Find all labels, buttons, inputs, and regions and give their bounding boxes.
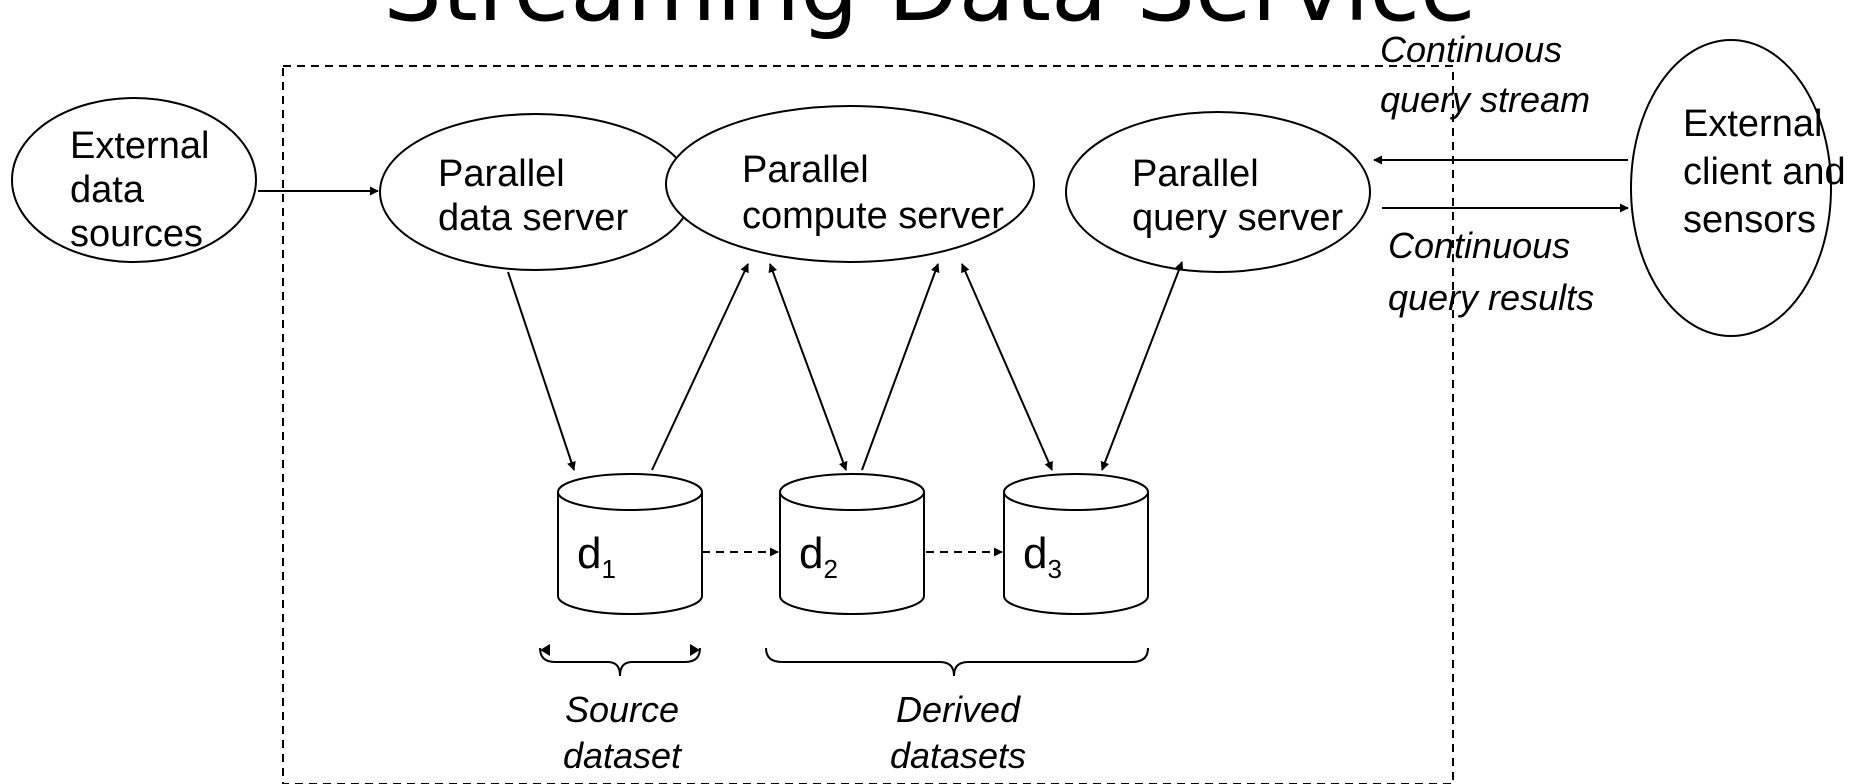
d3-label: d3 [1023,529,1062,584]
source-dataset-label-1: Source [565,689,679,730]
edge-query-d3 [1100,261,1184,471]
derived-datasets-brace [765,647,1149,677]
source-dataset-label-2: dataset [563,735,683,776]
external-client-shape [1630,39,1832,337]
query-results-label-2: query results [1388,277,1594,318]
derived-datasets-label-2: datasets [890,735,1026,776]
dataset-d2: d2 [779,473,925,615]
parallel-query-server-node: Parallel query server [1065,111,1371,273]
derived-datasets-label-1: Derived [896,689,1021,730]
d2-body [779,492,925,615]
external-client-line-2: client and [1683,151,1846,193]
edge-d2-to-compute [861,263,940,471]
query-stream-label-2: query stream [1380,79,1590,120]
compute-server-shape [665,105,1035,263]
external-sources-line-3: sources [70,213,203,255]
d2-label: d2 [799,529,838,584]
source-brace-left-tip [540,644,550,656]
d3-body [1003,492,1149,615]
external-data-sources-shape [11,97,257,263]
d3-top [1003,473,1149,511]
dataset-d1: d1 [557,473,703,615]
external-client-node: External client and sensors [1630,39,1846,337]
query-server-line-2: query server [1132,197,1344,239]
d2-top [779,473,925,511]
query-server-shape [1065,111,1371,273]
edge-d1-to-compute [651,263,749,471]
external-client-line-1: External [1683,103,1822,145]
parallel-compute-server-node: Parallel compute server [665,105,1035,263]
compute-server-line-1: Parallel [742,149,869,191]
external-data-sources-node: External data sources [11,97,257,263]
compute-server-line-2: compute server [742,195,1004,237]
edge-compute-d2 [768,263,848,471]
query-stream-label-1: Continuous [1380,29,1562,70]
external-sources-line-2: data [70,169,145,211]
external-sources-line-1: External [70,125,209,167]
query-server-line-1: Parallel [1132,153,1259,195]
diagram-title: Streaming Data Service [383,0,1476,42]
parallel-data-server-node: Parallel data server [379,113,693,271]
d1-top [557,473,703,511]
external-client-line-3: sensors [1683,199,1816,241]
data-server-line-1: Parallel [438,153,565,195]
query-results-label-1: Continuous [1388,225,1570,266]
d1-body [557,492,703,615]
system-boundary [282,65,1454,784]
data-server-line-2: data server [438,197,628,239]
d1-label: d1 [577,529,616,584]
edge-compute-d3 [961,263,1053,471]
source-brace-right-tip [690,644,700,656]
dataset-d3: d3 [1003,473,1149,615]
source-dataset-brace [539,647,701,677]
edge-data-server-to-d1 [507,271,576,471]
